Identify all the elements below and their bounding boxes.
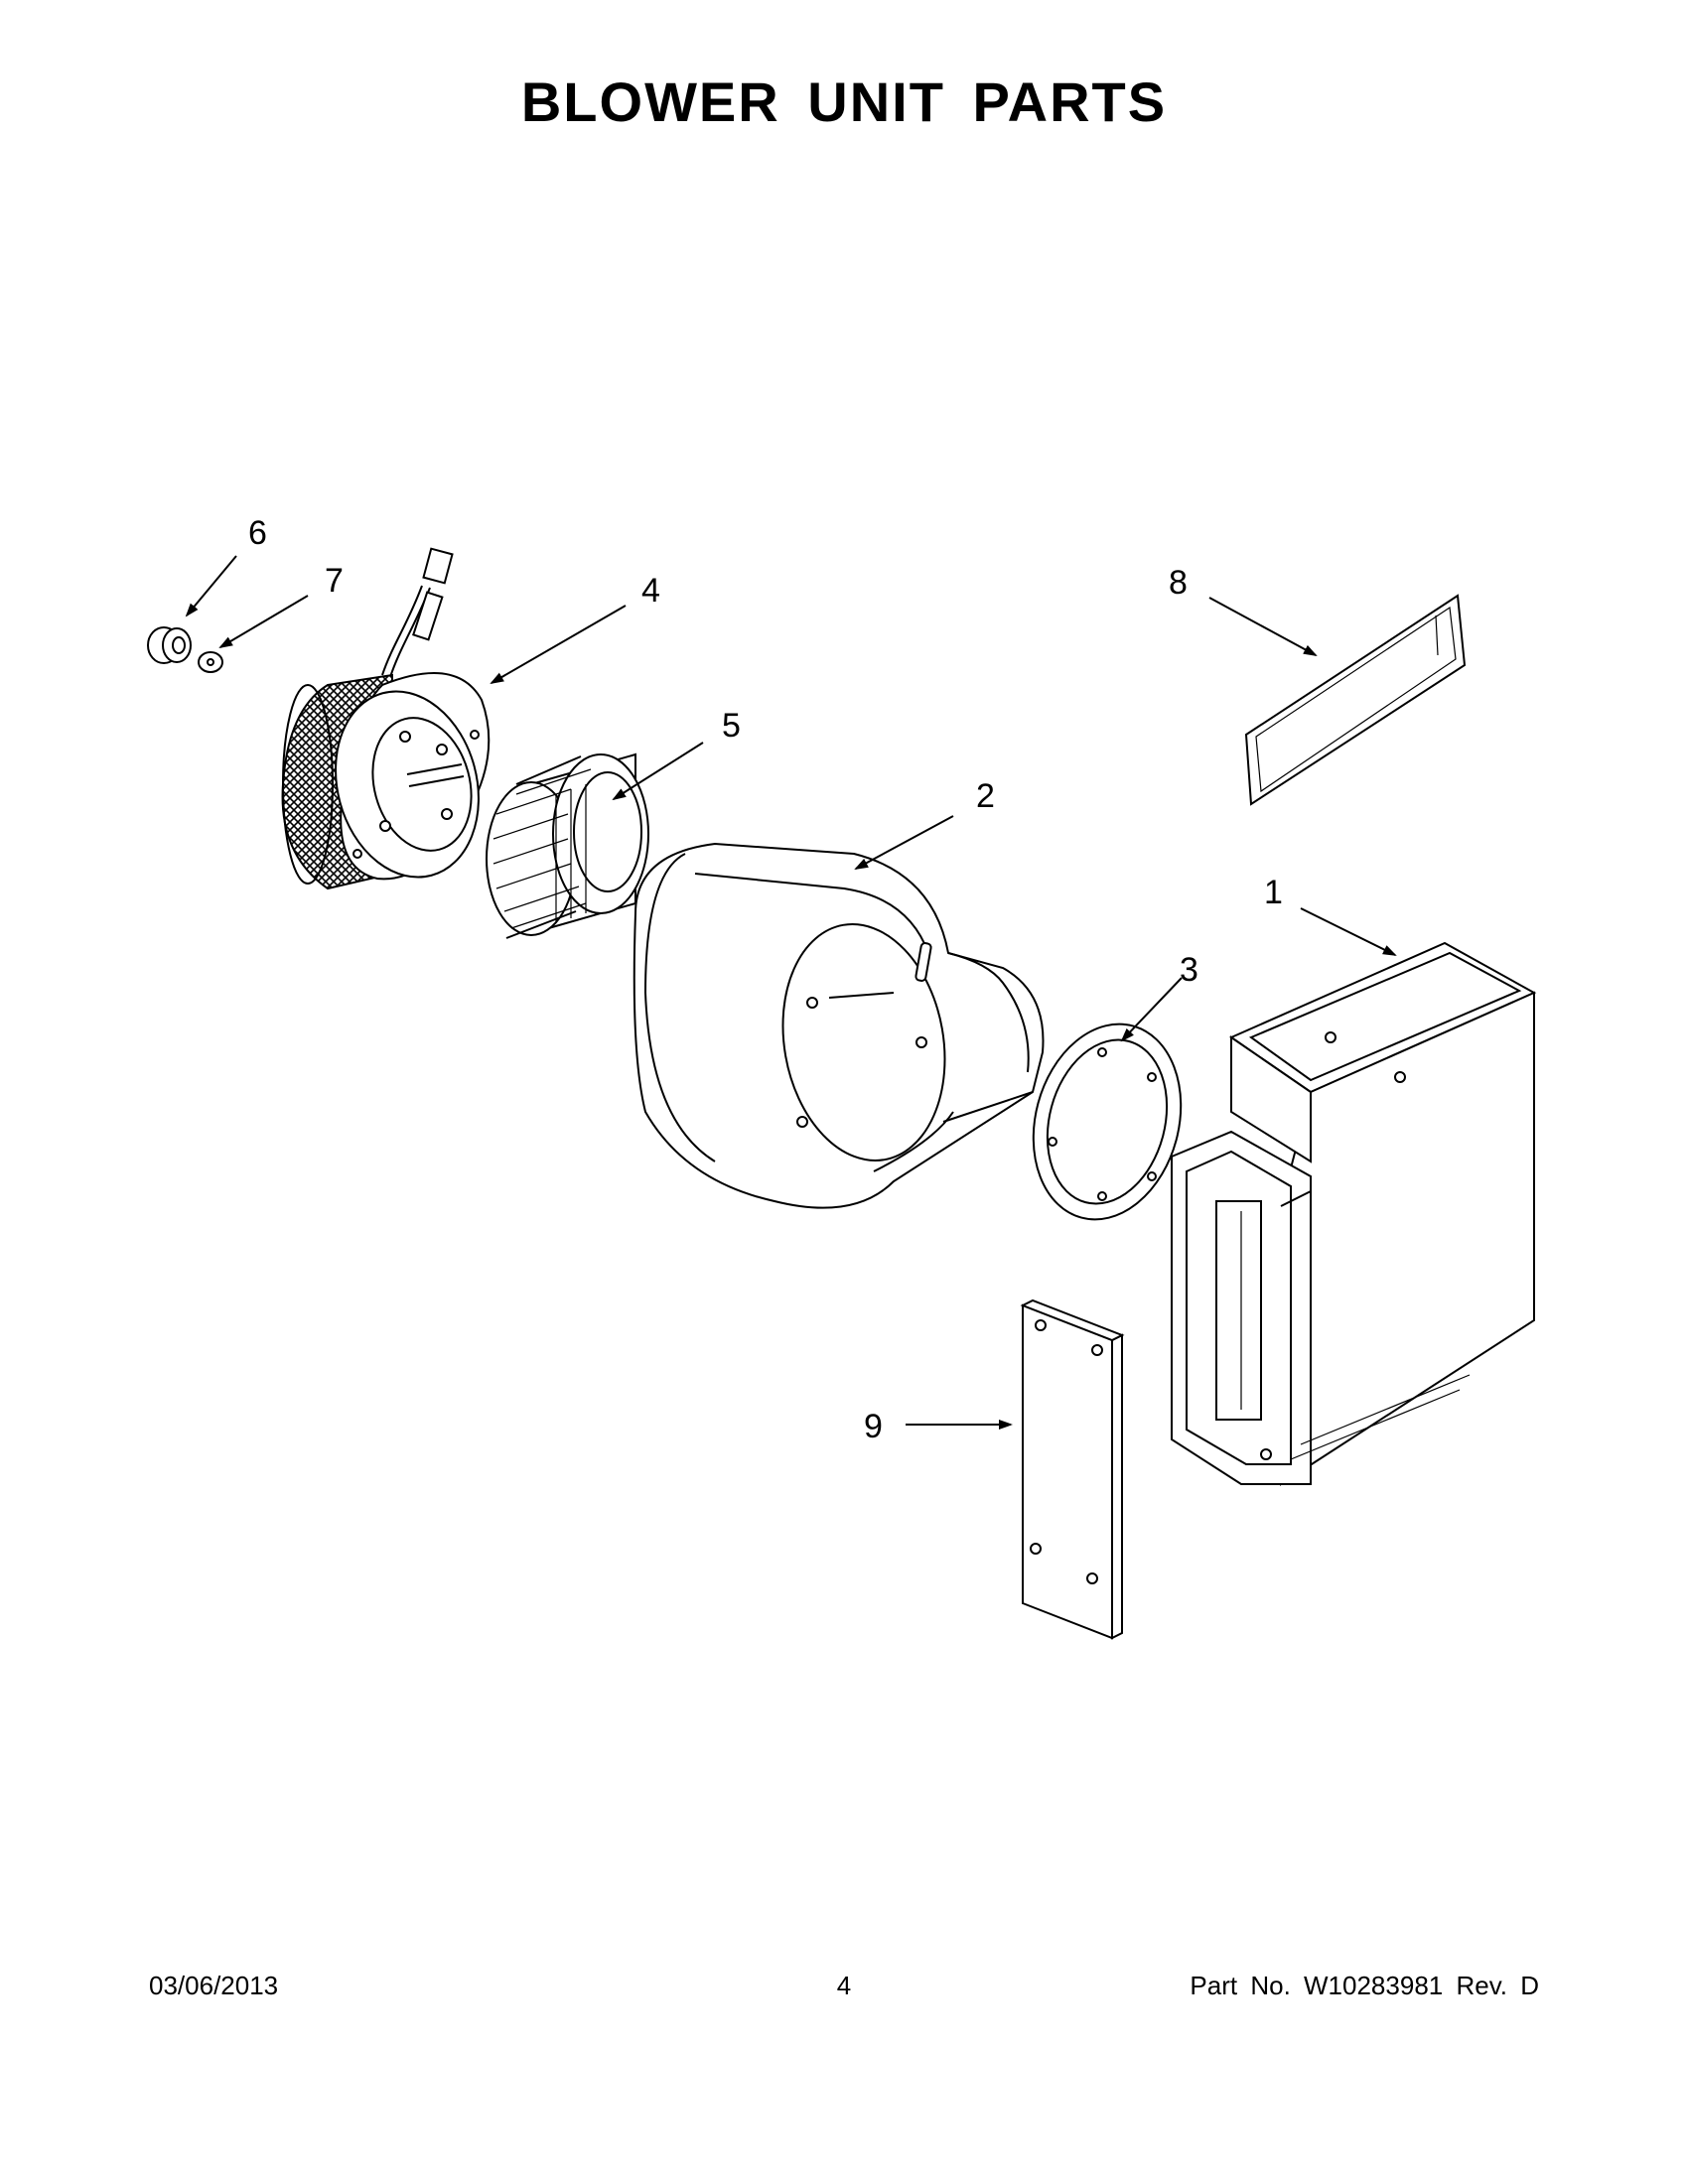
part-9-cover-plate xyxy=(1020,1298,1125,1640)
footer-page-number: 4 xyxy=(836,1971,852,2000)
footer-part-number: Part No. W10283981 Rev. D xyxy=(1190,1971,1539,2000)
part-3-gasket xyxy=(1032,1023,1183,1221)
part-1-box-housing xyxy=(1171,941,1537,1486)
callout-3: 3 xyxy=(1180,951,1198,989)
leader-arrow-5 xyxy=(612,742,704,801)
part-6-nut xyxy=(147,626,192,664)
callout-7: 7 xyxy=(325,562,344,600)
callout-4: 4 xyxy=(641,572,660,610)
part-7-washer xyxy=(198,651,223,673)
callout-2: 2 xyxy=(976,777,995,815)
callout-numbers: 6 7 4 5 2 8 1 3 9 xyxy=(248,514,1283,1445)
part-2-blower-housing xyxy=(633,842,1045,1209)
leader-arrow-8 xyxy=(1208,597,1318,656)
callout-1: 1 xyxy=(1264,874,1283,911)
leader-arrow-1 xyxy=(1300,907,1397,956)
part-5-blower-wheel xyxy=(486,752,649,939)
leader-arrows xyxy=(185,555,1397,1430)
leader-arrow-4 xyxy=(490,605,627,685)
part-8-label xyxy=(1244,594,1467,806)
leader-arrow-3 xyxy=(1120,977,1183,1042)
leader-arrow-7 xyxy=(218,595,309,649)
callout-9: 9 xyxy=(864,1408,883,1445)
page-title: BLOWER UNIT PARTS xyxy=(520,70,1168,133)
callout-6: 6 xyxy=(248,514,267,552)
part-4-motor xyxy=(281,547,491,890)
callout-5: 5 xyxy=(722,707,741,745)
callout-8: 8 xyxy=(1169,564,1188,602)
leader-arrow-2 xyxy=(854,815,954,870)
leader-arrow-6 xyxy=(185,555,237,617)
footer-date: 03/06/2013 xyxy=(149,1971,279,2000)
